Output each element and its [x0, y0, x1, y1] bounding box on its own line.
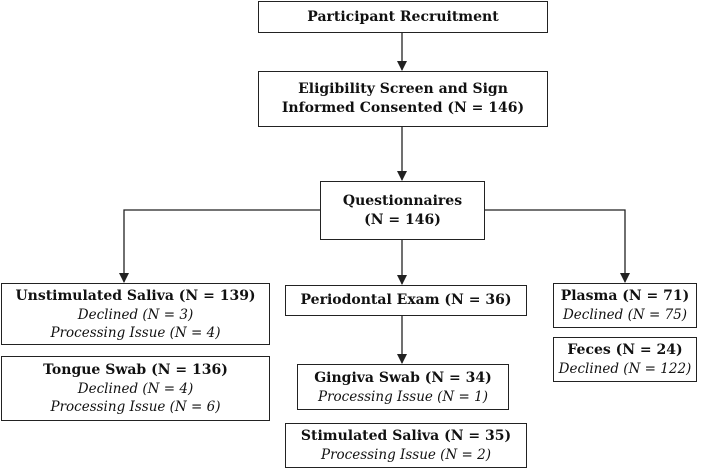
feces-box: Feces (N = 24) Declined (N = 122) [553, 337, 697, 382]
participant-recruitment-box: Participant Recruitment [258, 1, 548, 33]
connector-to-unstimulated-saliva [119, 209, 320, 283]
questionnaires-box: Questionnaires (N = 146) [320, 181, 485, 240]
plasma-box: Plasma (N = 71) Declined (N = 75) [553, 283, 697, 328]
unstimulated-saliva-box: Unstimulated Saliva (N = 139) Declined (… [1, 283, 270, 345]
stimulated-saliva-box: Stimulated Saliva (N = 35) Processing Is… [285, 423, 527, 468]
plasma-declined: Declined (N = 75) [562, 307, 688, 323]
eligibility-line-2: Informed Consented (N = 146) [281, 100, 525, 116]
periodontal-exam-box: Periodontal Exam (N = 36) [285, 285, 527, 316]
tongue-swab-box: Tongue Swab (N = 136) Declined (N = 4) P… [1, 356, 270, 421]
tongue-swab-processing: Processing Issue (N = 6) [50, 399, 221, 415]
questionnaires-line-1: Questionnaires [342, 192, 463, 209]
participant-recruitment-label: Participant Recruitment [307, 8, 499, 25]
unstimulated-saliva-declined: Declined (N = 3) [77, 306, 194, 323]
eligibility-line-1: Eligibility Screen and Sign [298, 81, 508, 97]
connector-to-plasma [485, 209, 630, 283]
stimulated-saliva-processing: Processing Issue (N = 2) [320, 447, 491, 463]
unstimulated-saliva-title: Unstimulated Saliva (N = 139) [15, 287, 256, 304]
questionnaires-line-2: (N = 146) [364, 211, 441, 228]
gingiva-swab-box: Gingiva Swab (N = 34) Processing Issue (… [297, 364, 509, 410]
stimulated-saliva-title: Stimulated Saliva (N = 35) [300, 428, 512, 444]
periodontal-exam-title: Periodontal Exam (N = 36) [300, 292, 512, 308]
plasma-title: Plasma (N = 71) [560, 288, 690, 304]
eligibility-screen-box: Eligibility Screen and Sign Informed Con… [258, 71, 548, 127]
tongue-swab-title: Tongue Swab (N = 136) [43, 362, 228, 378]
feces-title: Feces (N = 24) [567, 342, 683, 358]
feces-declined: Declined (N = 122) [558, 361, 692, 377]
gingiva-swab-title: Gingiva Swab (N = 34) [314, 369, 492, 386]
tongue-swab-declined: Declined (N = 4) [77, 381, 194, 397]
gingiva-swab-processing: Processing Issue (N = 1) [317, 388, 488, 405]
unstimulated-saliva-processing: Processing Issue (N = 4) [50, 324, 221, 341]
